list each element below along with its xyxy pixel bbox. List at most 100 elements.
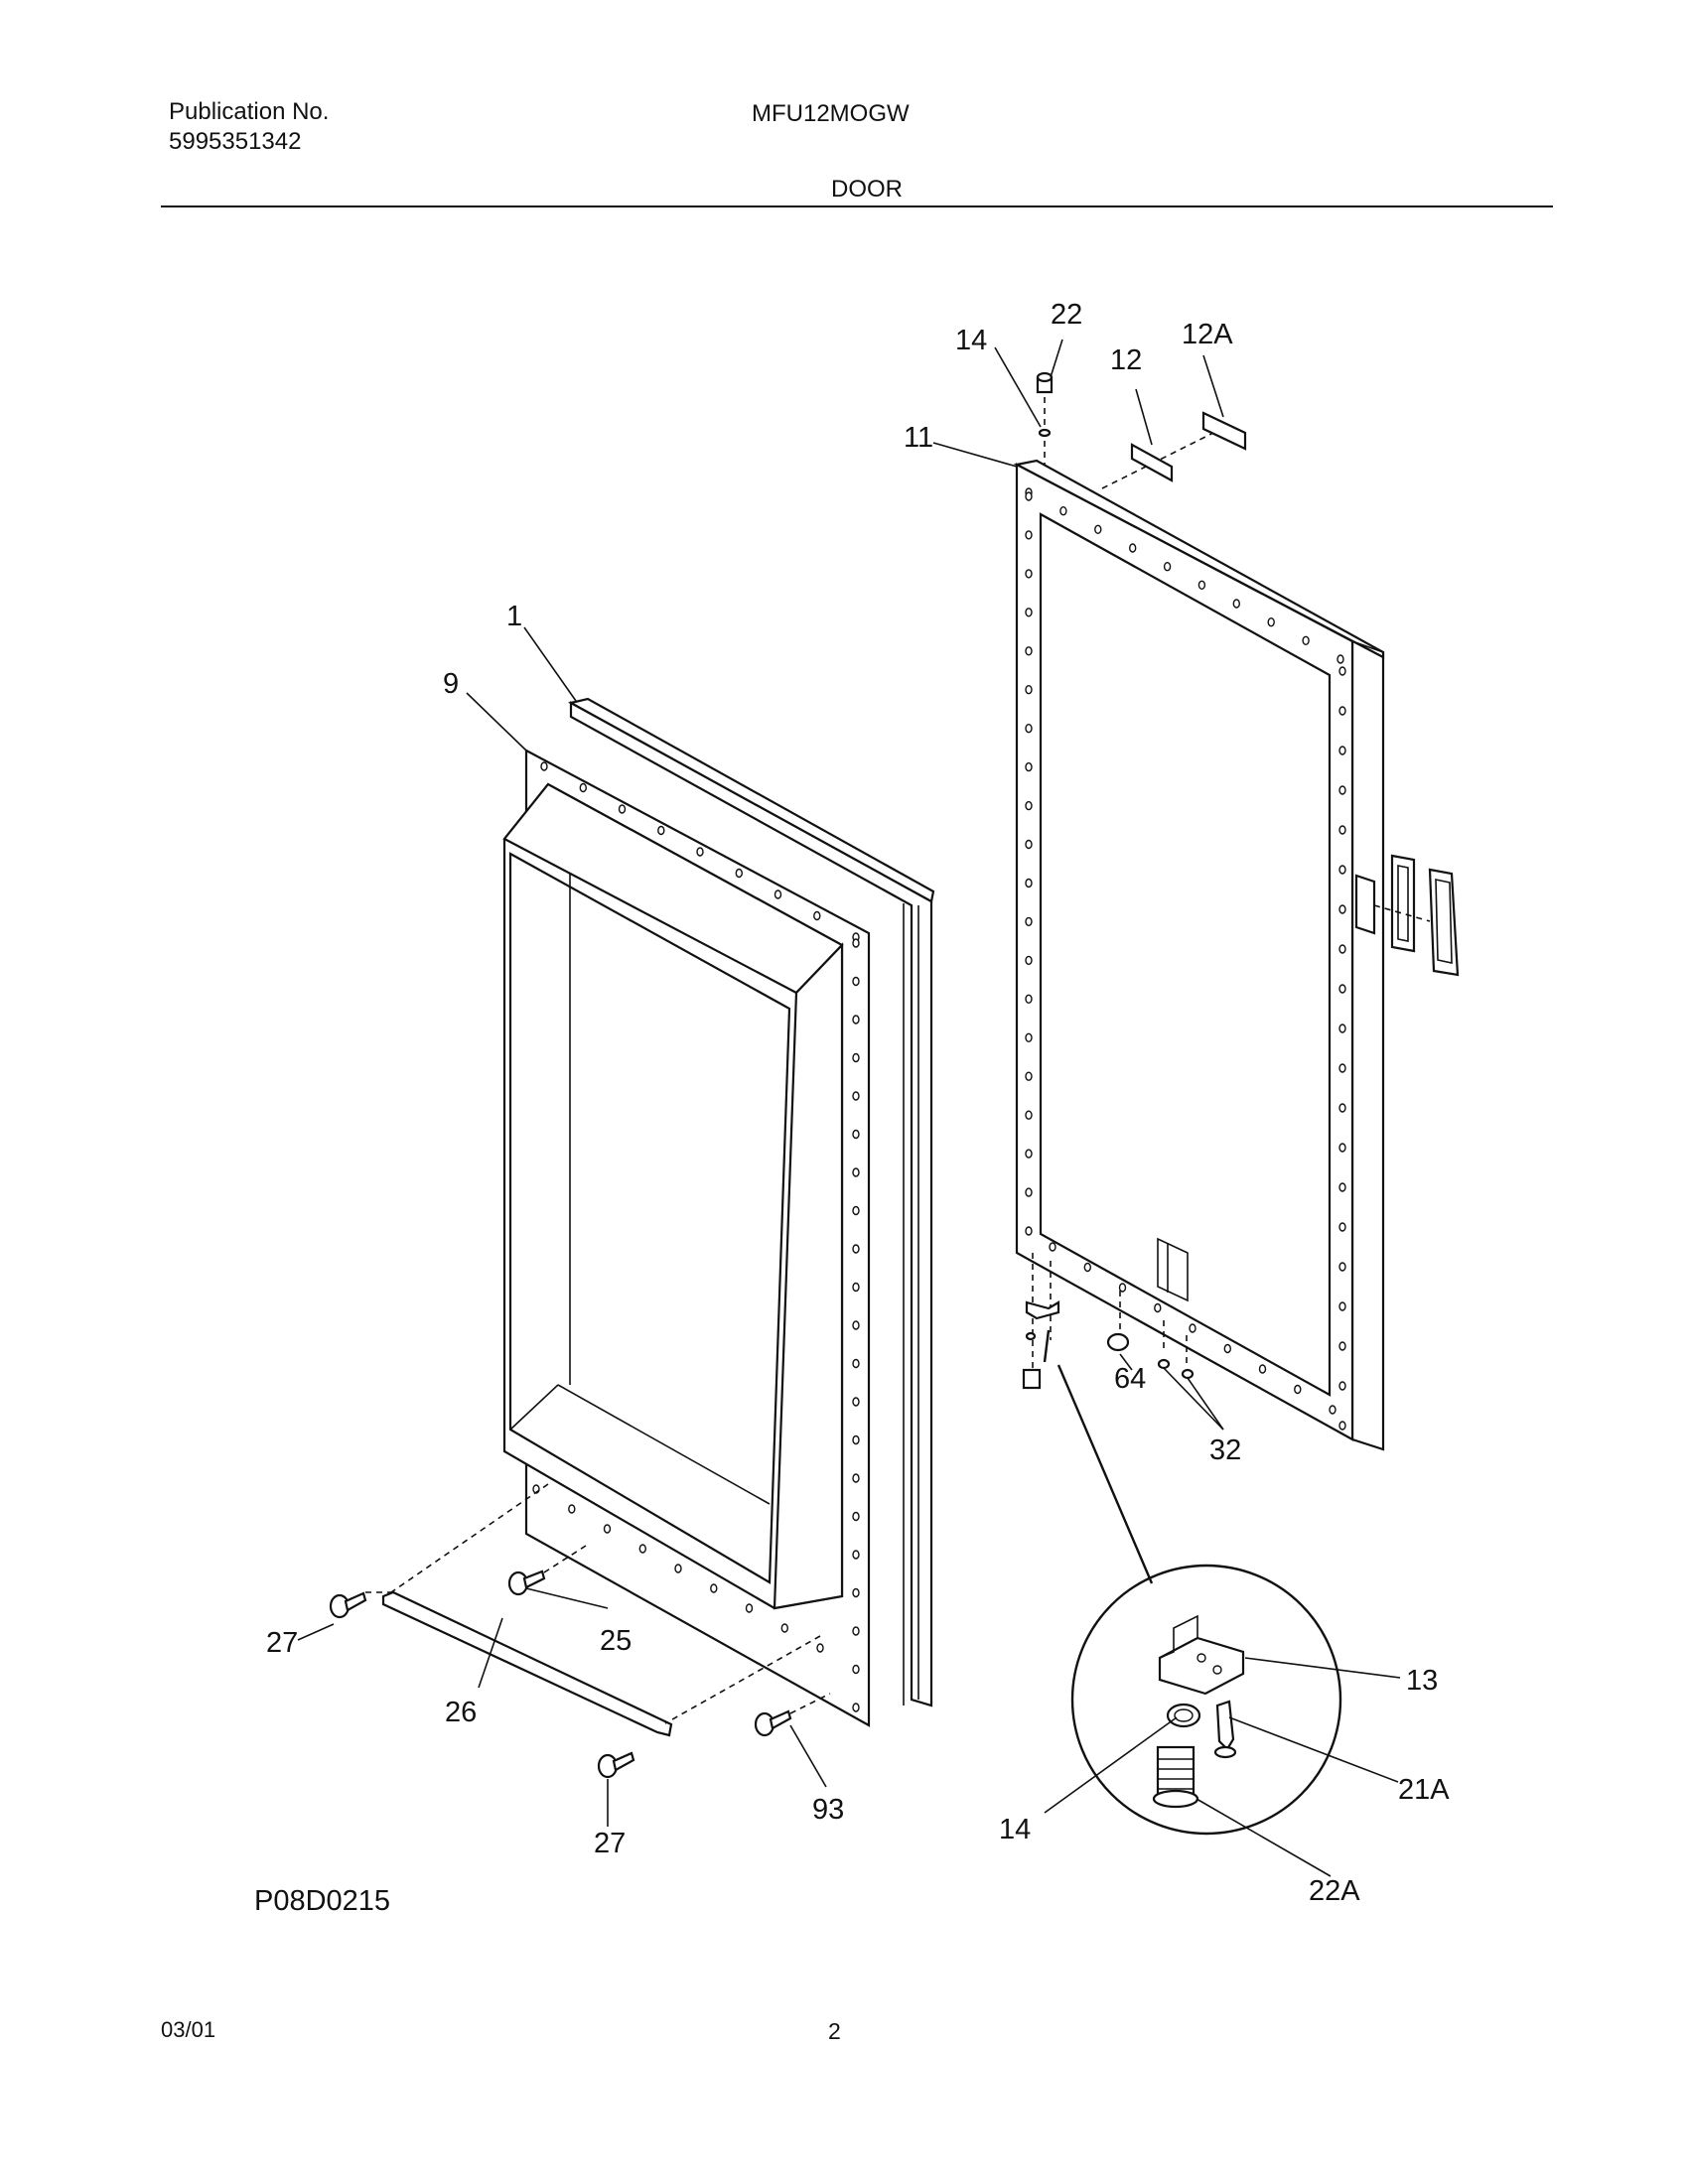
mounting-hole (1118, 1283, 1127, 1293)
mounting-hole (1267, 617, 1275, 627)
drawing-id: P08D0215 (254, 1885, 390, 1917)
mounting-hole (852, 1015, 860, 1024)
mounting-hole (1338, 825, 1346, 835)
mounting-hole (1163, 562, 1172, 572)
mounting-hole (852, 1358, 860, 1369)
mounting-hole (1302, 635, 1310, 645)
callout-27-bottom: 27 (594, 1828, 626, 1859)
mounting-hole (852, 1282, 860, 1293)
mounting-hole (1025, 491, 1033, 501)
publication-label: Publication No. (169, 98, 330, 125)
mounting-hole (1329, 1405, 1336, 1415)
section-title: DOOR (831, 176, 903, 203)
mounting-hole (1025, 994, 1033, 1004)
callout-14-top: 14 (955, 325, 987, 356)
mounting-hole (1338, 1341, 1346, 1351)
mounting-hole (1338, 1103, 1346, 1113)
mounting-hole (1025, 646, 1033, 656)
footer-date: 03/01 (161, 2017, 215, 2042)
mounting-hole (852, 1320, 860, 1330)
mounting-hole (1294, 1384, 1302, 1395)
mounting-hole (674, 1564, 682, 1573)
callout-25: 25 (600, 1625, 632, 1657)
header-rule (161, 205, 1553, 207)
callout-14-detail: 14 (999, 1814, 1031, 1845)
mounting-hole (745, 1603, 754, 1613)
mounting-hole (852, 1129, 860, 1140)
callout-22: 22 (1051, 299, 1082, 331)
mounting-hole (816, 1643, 824, 1653)
mounting-hole (1025, 955, 1033, 966)
mounting-hole (1083, 1262, 1092, 1273)
mounting-hole (852, 1434, 860, 1445)
mounting-hole (1025, 1032, 1033, 1043)
callout-21a: 21A (1398, 1774, 1450, 1806)
mounting-hole (1338, 785, 1346, 795)
mounting-hole (1338, 1421, 1346, 1431)
mounting-hole (1338, 1063, 1346, 1073)
mounting-hole (1025, 1149, 1033, 1159)
callout-93: 93 (812, 1794, 844, 1826)
mounting-hole (1338, 1301, 1346, 1311)
mounting-hole (852, 1473, 860, 1483)
outer-panel-mounting-holes (1025, 487, 1346, 1431)
mounting-hole (1025, 724, 1033, 734)
mounting-hole (852, 1511, 860, 1522)
mounting-hole (852, 1703, 860, 1712)
mounting-hole (618, 804, 627, 814)
mounting-hole (852, 1167, 860, 1177)
mounting-hole (1049, 1242, 1056, 1252)
inner-door-liner (502, 749, 871, 1727)
hinge-detail-view (1070, 1564, 1342, 1836)
mounting-hole (540, 761, 548, 771)
callout-12: 12 (1110, 344, 1142, 376)
mounting-hole (1338, 666, 1346, 676)
mounting-hole (852, 938, 860, 948)
callout-12a: 12A (1182, 319, 1233, 350)
mounting-hole (1189, 1323, 1196, 1333)
mounting-hole (852, 1550, 860, 1560)
mounting-hole (1025, 761, 1033, 772)
mounting-hole (1128, 543, 1137, 553)
mounting-hole (1338, 1262, 1346, 1272)
mounting-hole (1025, 800, 1033, 811)
mounting-hole (774, 889, 782, 899)
mounting-hole (710, 1583, 718, 1593)
callout-labels: 22 14 12A 12 11 1 9 64 32 13 21A 14 22A … (266, 299, 1450, 1907)
mounting-hole (1025, 1226, 1033, 1236)
callout-13: 13 (1406, 1665, 1438, 1697)
mounting-hole (852, 1587, 860, 1598)
mounting-hole (1258, 1364, 1267, 1374)
mounting-hole (1025, 1071, 1033, 1081)
mounting-hole (1059, 506, 1067, 516)
mounting-hole (852, 1205, 860, 1216)
mounting-hole (852, 1626, 860, 1636)
mounting-hole (1338, 904, 1346, 914)
mounting-hole (568, 1504, 576, 1514)
bottom-slot (1157, 1237, 1189, 1302)
bottom-trim-bar (381, 1483, 821, 1737)
mounting-hole (1338, 944, 1346, 954)
mounting-hole (1338, 865, 1346, 875)
mounting-hole (1154, 1302, 1162, 1313)
mounting-hole (1338, 1182, 1346, 1192)
mounting-hole (1197, 580, 1206, 590)
callout-64: 64 (1114, 1363, 1146, 1395)
callout-27-left: 27 (266, 1627, 298, 1659)
mounting-hole (1025, 530, 1033, 540)
mounting-hole (579, 782, 587, 793)
mounting-hole (1025, 839, 1033, 850)
mounting-hole (603, 1524, 612, 1534)
mounting-hole (852, 976, 860, 987)
detail-leader (1056, 1364, 1154, 1584)
mounting-hole (1025, 608, 1033, 617)
mounting-hole (1338, 984, 1346, 994)
model-number: MFU12MOGW (752, 100, 910, 127)
mounting-hole (1025, 569, 1033, 579)
callout-22a: 22A (1309, 1875, 1360, 1907)
mounting-hole (657, 825, 665, 836)
mounting-hole (696, 847, 704, 857)
mounting-hole (735, 868, 743, 879)
mounting-hole (1338, 1143, 1346, 1153)
callout-26: 26 (445, 1697, 477, 1728)
